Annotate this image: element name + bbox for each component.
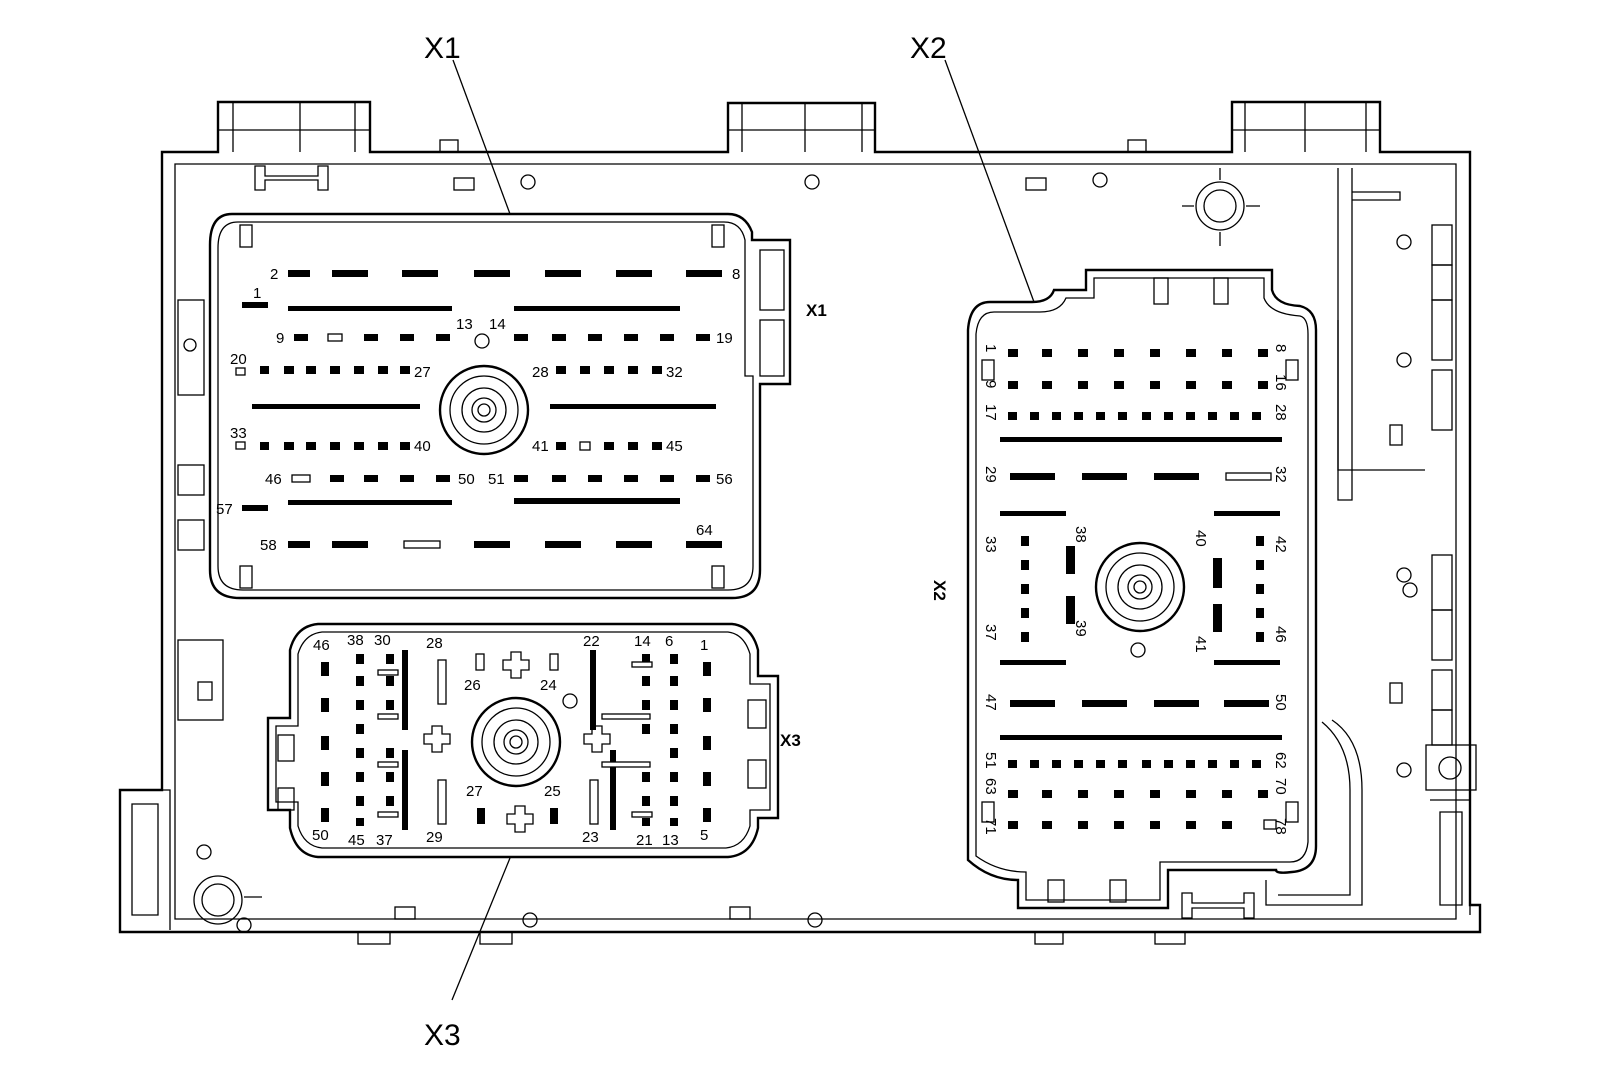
callout-labels: X1 X2 X3 X1 X3 X2 — [424, 32, 949, 1052]
pin-label: 29 — [426, 829, 443, 846]
pin-label: 1 — [700, 637, 708, 654]
pin-label: 9 — [276, 330, 284, 347]
pin-label: 24 — [540, 677, 557, 694]
jack-screw-icon — [438, 364, 530, 456]
pin-label: 42 — [1272, 536, 1289, 553]
pin-label: 32 — [666, 364, 683, 381]
pin-label: 27 — [466, 783, 483, 800]
pin-label: 5 — [700, 827, 708, 844]
pin-label: 23 — [582, 829, 599, 846]
pin-label: 37 — [376, 832, 393, 849]
pin-label: 1 — [982, 344, 999, 352]
pin-label: 62 — [1272, 752, 1289, 769]
pin-label: 71 — [982, 818, 999, 835]
pin-label: 50 — [458, 471, 475, 488]
pin-label: 51 — [488, 471, 505, 488]
mount-boss-icon — [193, 844, 262, 933]
pin-label: 33 — [230, 425, 247, 442]
x1-pin-labels: 2 8 1 9 13 14 19 20 27 28 32 33 40 41 45… — [216, 266, 740, 554]
pin-label: 50 — [312, 827, 329, 844]
pin-label: 26 — [464, 677, 481, 694]
connector-tag-x1: X1 — [806, 301, 827, 320]
pin-label: 41 — [532, 438, 549, 455]
pin-label: 41 — [1192, 636, 1209, 653]
pin-label: 39 — [1072, 620, 1089, 637]
pin-label: 8 — [1272, 344, 1289, 352]
pin-label: 70 — [1272, 778, 1289, 795]
housing-outline — [118, 100, 1482, 945]
pin-label: 17 — [982, 404, 999, 421]
pin-label: 38 — [1072, 526, 1089, 543]
pin-label: 47 — [982, 694, 999, 711]
pin-label: 14 — [489, 316, 506, 333]
pin-label: 46 — [265, 471, 282, 488]
pin-label: 28 — [1272, 404, 1289, 421]
pin-label: 45 — [348, 832, 365, 849]
pin-label: 1 — [253, 285, 261, 302]
pin-label: 56 — [716, 471, 733, 488]
callout-x1: X1 — [424, 32, 461, 65]
pin-label: 13 — [456, 316, 473, 333]
pin-label: 64 — [696, 522, 713, 539]
pin-label: 19 — [716, 330, 733, 347]
connector-x1 — [208, 212, 792, 600]
pin-label: 8 — [732, 266, 740, 283]
connector-x3 — [266, 622, 780, 859]
x3-pin-labels: 46 38 30 28 22 14 6 1 26 24 27 25 50 45 … — [312, 632, 708, 849]
callout-x3: X3 — [424, 1019, 461, 1052]
pin-label: 46 — [1272, 626, 1289, 643]
connector-tag-x3: X3 — [780, 731, 801, 750]
pin-label: 40 — [414, 438, 431, 455]
pin-label: 37 — [982, 624, 999, 641]
pin-label: 20 — [230, 351, 247, 368]
pin-label: 63 — [982, 778, 999, 795]
jack-screw-icon — [1094, 541, 1186, 633]
callout-x2: X2 — [910, 32, 947, 65]
pin-label: 28 — [532, 364, 549, 381]
pin-label: 6 — [665, 633, 673, 650]
pin-label: 33 — [982, 536, 999, 553]
pin-label: 25 — [544, 783, 561, 800]
connector-x2 — [966, 268, 1318, 910]
pin-label: 30 — [374, 632, 391, 649]
leader-lines — [451, 59, 1035, 1001]
pin-label: 29 — [982, 466, 999, 483]
pin-label: 58 — [260, 537, 277, 554]
pin-label: 22 — [583, 633, 600, 650]
pin-label: 13 — [662, 832, 679, 849]
pin-label: 28 — [426, 635, 443, 652]
pin-label: 9 — [982, 380, 999, 388]
mount-boss-icon — [1182, 168, 1260, 246]
pin-label: 51 — [982, 752, 999, 769]
polarization-key-icon — [423, 651, 611, 833]
pin-label: 32 — [1272, 466, 1289, 483]
jack-screw-icon — [470, 696, 562, 788]
pin-label: 16 — [1272, 374, 1289, 391]
pin-label: 46 — [313, 637, 330, 654]
pin-label: 14 — [634, 633, 651, 650]
pin-label: 21 — [636, 832, 653, 849]
pin-label: 40 — [1192, 530, 1209, 547]
x2-pin-labels: 1 8 9 16 17 28 29 32 33 38 37 39 40 41 4… — [982, 344, 1289, 835]
pin-label: 57 — [216, 501, 233, 518]
pin-label: 50 — [1272, 694, 1289, 711]
pin-label: 78 — [1272, 818, 1289, 835]
pin-label: 27 — [414, 364, 431, 381]
pin-label: 2 — [270, 266, 278, 283]
pin-label: 45 — [666, 438, 683, 455]
pin-label: 38 — [347, 632, 364, 649]
connector-tag-x2: X2 — [930, 580, 949, 601]
